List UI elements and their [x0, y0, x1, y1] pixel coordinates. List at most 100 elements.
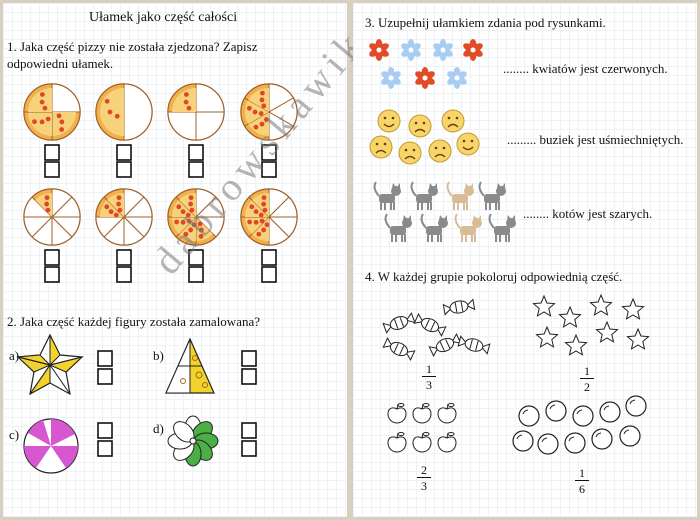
cat-leg [393, 202, 395, 210]
pepperoni [116, 195, 122, 201]
apple-body [437, 436, 457, 453]
figure-3-denominator-answer-box[interactable] [97, 440, 113, 457]
denominator-answer-box[interactable] [116, 161, 132, 178]
numerator-answer-box[interactable] [188, 249, 204, 266]
apple-leaf [447, 403, 455, 407]
figure-2-numerator-answer-box[interactable] [241, 350, 257, 367]
eaten-slice [123, 83, 153, 141]
bubble-shine [541, 437, 548, 443]
candy-body [449, 300, 469, 314]
fraction-1-numerator: 1 [426, 362, 432, 376]
figure-1-denominator-answer-box[interactable] [97, 368, 113, 385]
fraction-2-numerator: 1 [584, 364, 590, 378]
tan-cat-icon [446, 181, 474, 210]
denominator-answer-box[interactable] [44, 266, 60, 283]
denominator-answer-box[interactable] [116, 266, 132, 283]
pepperoni [185, 212, 191, 218]
numerator-answer-box[interactable] [261, 249, 277, 266]
pepperoni [247, 219, 253, 225]
label-c: c) [9, 427, 20, 442]
label-d: d) [153, 421, 164, 436]
candy-wrapper-end [382, 337, 393, 348]
numerator-answer-box[interactable] [44, 144, 60, 161]
candy-body [389, 316, 409, 330]
apple-icon [437, 432, 457, 453]
question-1-line-1: 1. Jaka część pizzy nie została zjedzona… [7, 39, 258, 54]
cat-leg [421, 202, 423, 210]
pepperoni [252, 109, 258, 115]
eaten-slice [195, 111, 225, 141]
figure-4-numerator-answer-box[interactable] [241, 422, 257, 439]
cat-body [416, 194, 432, 203]
face-circle [377, 109, 401, 133]
blue-flower-icon [401, 39, 421, 61]
right-worksheet-page: 3. Uzupełnij ułamkiem zdania pod rysunka… [353, 3, 697, 517]
cat-ear [473, 215, 477, 220]
cat-ear [478, 215, 481, 221]
bubble-circle [518, 405, 540, 427]
sentence-faces: ......... buziek jest uśmiechniętych. [507, 132, 684, 147]
cat-tail [488, 213, 495, 229]
face-circle [456, 132, 480, 156]
eye [412, 148, 416, 152]
pepperoni [39, 119, 45, 125]
candy-stripe [430, 321, 436, 332]
cat-body [460, 226, 476, 235]
numerator-answer-box[interactable] [116, 144, 132, 161]
cat-ear [507, 215, 511, 220]
cat-ear [439, 215, 443, 220]
figure-3-numerator-answer-box[interactable] [97, 422, 113, 439]
numerator-answer-box[interactable] [116, 249, 132, 266]
cat-body [452, 194, 468, 203]
bubble-icon [518, 405, 540, 427]
candy-stripe [424, 318, 430, 329]
pepperoni [253, 219, 259, 225]
cat-leg [457, 202, 459, 210]
pepperoni [116, 201, 122, 207]
cat-leg [495, 234, 497, 242]
candy-body [435, 337, 455, 353]
denominator-answer-box[interactable] [261, 266, 277, 283]
candy-icon [442, 298, 476, 316]
pepperoni [180, 209, 186, 215]
denominator-answer-box[interactable] [188, 161, 204, 178]
cat-leg [417, 202, 419, 210]
figure-4-denominator-answer-box[interactable] [241, 440, 257, 457]
candy-icon [428, 333, 462, 357]
fraction-3-denominator: 3 [421, 479, 427, 493]
flower-center [388, 75, 394, 81]
bubble-circle [625, 395, 647, 417]
cat-ear [397, 183, 400, 189]
candy-icon [382, 337, 416, 361]
denominator-answer-box[interactable] [188, 266, 204, 283]
gray-cat-icon [384, 213, 412, 242]
denominator-answer-box[interactable] [261, 161, 277, 178]
bubble-circle [599, 401, 621, 423]
fraction-4-numerator: 1 [579, 466, 585, 480]
numerator-answer-box[interactable] [261, 144, 277, 161]
pizza-7 [167, 188, 225, 283]
pizza-3 [167, 83, 225, 178]
cat-tail [478, 181, 485, 197]
numerator-answer-box[interactable] [188, 144, 204, 161]
mouth [404, 155, 416, 160]
eaten-slice [51, 83, 81, 113]
cat-tail [373, 181, 380, 197]
sentence-flowers: ........ kwiatów jest czerwonych. [503, 61, 668, 76]
numerator-answer-box[interactable] [44, 249, 60, 266]
candy-stripe [394, 319, 399, 329]
cat-leg [427, 202, 429, 210]
cat-body [494, 226, 510, 235]
pepperoni [259, 121, 265, 127]
denominator-answer-box[interactable] [44, 161, 60, 178]
question-1-line-2: odpowiedni ułamek. [7, 56, 114, 71]
candy-body [420, 317, 440, 333]
sad-face-icon [428, 139, 452, 163]
candy-stripe [399, 317, 404, 327]
pepperoni [59, 127, 65, 132]
cat-head [428, 186, 438, 196]
cat-ear [429, 183, 433, 188]
figure-1-numerator-answer-box[interactable] [97, 350, 113, 367]
red-flower-icon [463, 39, 483, 61]
figure-2-denominator-answer-box[interactable] [241, 368, 257, 385]
